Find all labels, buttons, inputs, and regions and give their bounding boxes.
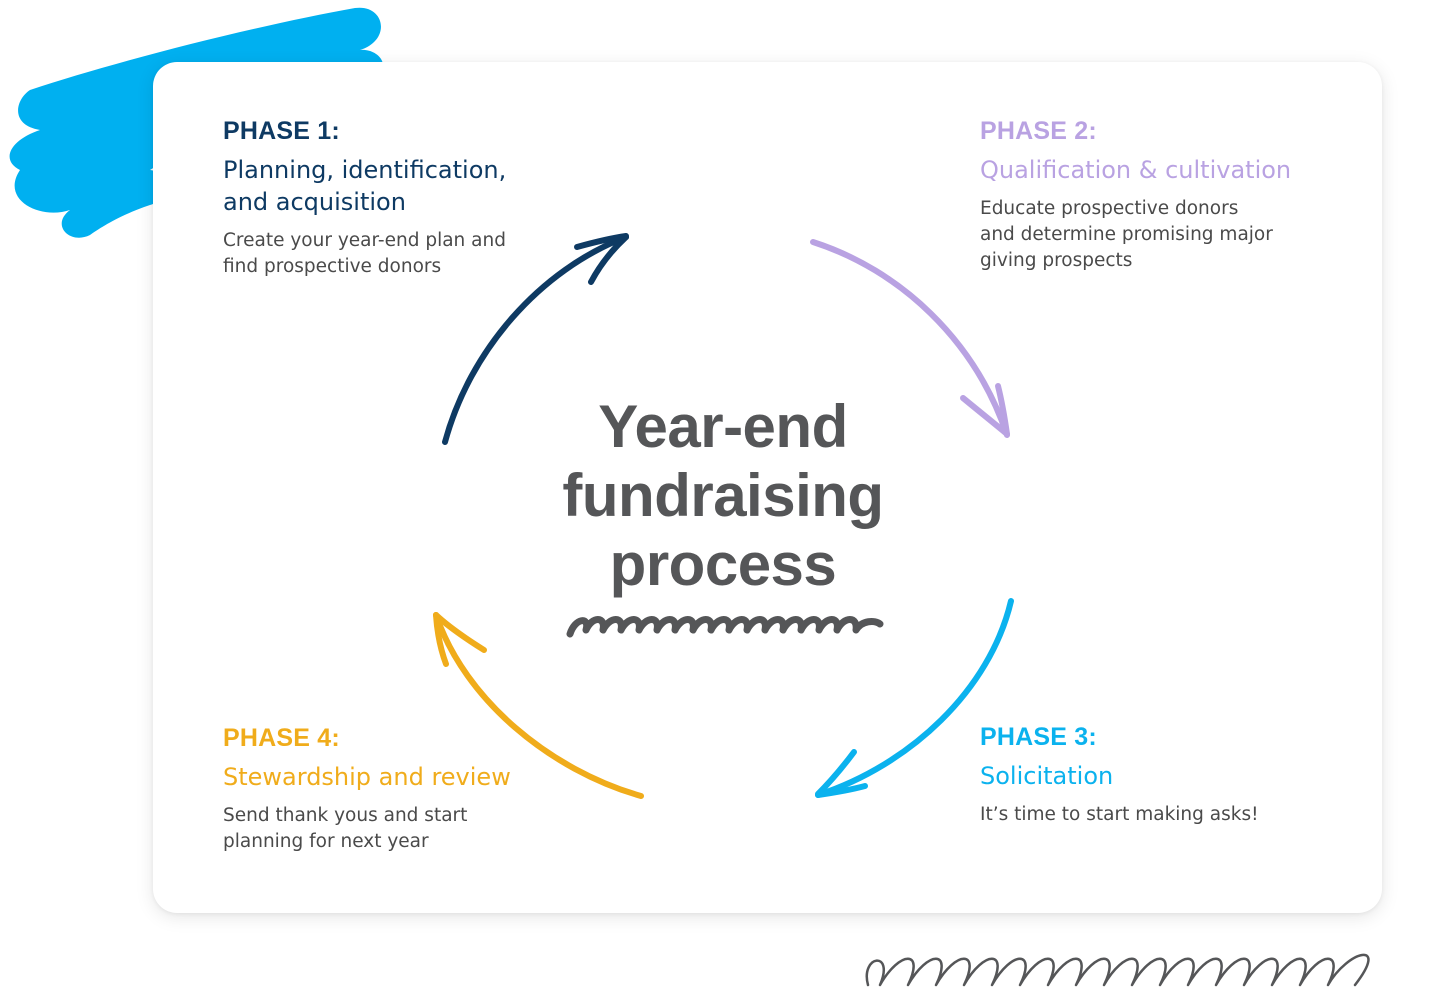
phase-2-desc-line-2: and determine promising major	[980, 224, 1273, 245]
phase-4-desc-line-2: planning for next year	[223, 831, 429, 852]
phase-2-description: Educate prospective donors and determine…	[980, 196, 1340, 274]
phase-1-title-line-2: and acquisition	[223, 188, 406, 216]
center-title-line-3: process	[503, 530, 943, 599]
phase-1-desc-line-2: find prospective donors	[223, 256, 441, 277]
phase-4-title: Stewardship and review	[223, 761, 553, 793]
phase-1-title: Planning, identification, and acquisitio…	[223, 154, 553, 218]
phase-1-title-line-1: Planning, identification,	[223, 156, 506, 184]
phase-4-description: Send thank yous and start planning for n…	[223, 803, 553, 855]
phase-1-block: PHASE 1: Planning, identification, and a…	[223, 116, 553, 280]
phase-2-desc-line-3: giving prospects	[980, 250, 1132, 271]
phase-3-label: PHASE 3:	[980, 722, 1340, 752]
phase-4-block: PHASE 4: Stewardship and review Send tha…	[223, 723, 553, 855]
center-title-line-2: fundraising	[503, 461, 943, 530]
phase-1-desc-line-1: Create your year-end plan and	[223, 230, 506, 251]
phase-3-description: It’s time to start making asks!	[980, 802, 1340, 828]
phase-2-label: PHASE 2:	[980, 116, 1340, 146]
center-title-line-1: Year-end	[503, 392, 943, 461]
phase-4-desc-line-1: Send thank yous and start	[223, 805, 467, 826]
phase-3-block: PHASE 3: Solicitation It’s time to start…	[980, 722, 1340, 828]
phase-1-description: Create your year-end plan and find prosp…	[223, 228, 553, 280]
phase-2-block: PHASE 2: Qualification & cultivation Edu…	[980, 116, 1340, 274]
phase-2-desc-line-1: Educate prospective donors	[980, 198, 1238, 219]
center-title: Year-end fundraising process	[503, 392, 943, 599]
phase-1-label: PHASE 1:	[223, 116, 553, 146]
phase-2-title: Qualification & cultivation	[980, 154, 1340, 186]
phase-4-label: PHASE 4:	[223, 723, 553, 753]
phase-3-title: Solicitation	[980, 760, 1340, 792]
